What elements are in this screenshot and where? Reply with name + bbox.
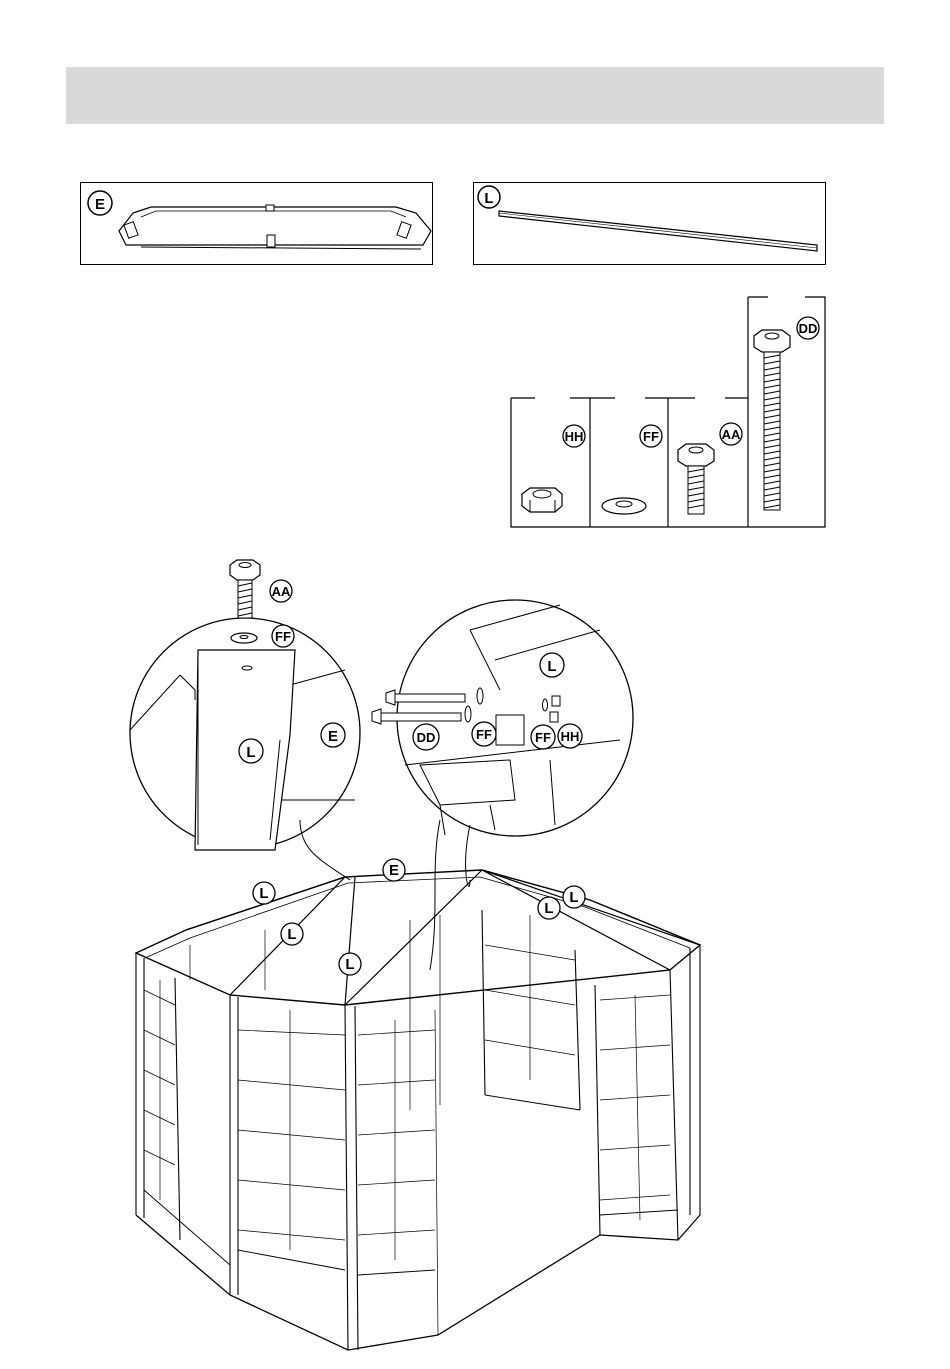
detail-right-bar-label: L [547,658,556,675]
roof-bar-icon: L [474,183,827,266]
hex-nut-icon [522,488,562,512]
detail-left-bolt-label: AA [272,584,291,599]
long-bolt-icon [754,330,790,510]
detail-left-panel-label: E [328,728,338,745]
main-label-l-5: L [569,889,578,906]
roof-panel-icon: E [81,183,434,266]
assembly-illustration: L E FF AA L DD F [0,550,950,1350]
hardware-dd-label: DD [799,321,818,336]
hardware-panel: HH FF AA DD [510,296,830,536]
main-label-l-4: L [544,900,553,917]
detail-right-nut-label: HH [561,729,580,744]
detail-right-bolt-label: DD [417,730,436,745]
main-label-l-2: L [287,926,296,943]
main-labels: E L L L L L [253,859,585,975]
part-l-label: L [484,190,493,207]
detail-right-washer2-label: FF [535,730,551,745]
part-e-box: E [80,182,433,265]
detail-right-washer1-label: FF [476,727,492,742]
short-bolt-icon [678,444,714,514]
header-bar [66,67,884,124]
main-label-e: E [389,862,399,879]
gazebo-structure [136,870,700,1350]
detail-right: L DD FF FF HH [372,600,633,970]
hardware-ff-label: FF [643,429,659,444]
main-label-l-1: L [259,885,268,902]
part-l-box: L [473,182,826,265]
main-label-l-3: L [345,956,354,973]
detail-left-washer-label: FF [275,629,291,644]
hardware-aa-label: AA [722,427,741,442]
detail-left-bar-label: L [246,744,255,761]
hardware-hh-label: HH [565,429,584,444]
detail-left: L E FF AA [130,560,360,880]
washer-icon [602,498,646,514]
part-e-label: E [95,196,105,213]
